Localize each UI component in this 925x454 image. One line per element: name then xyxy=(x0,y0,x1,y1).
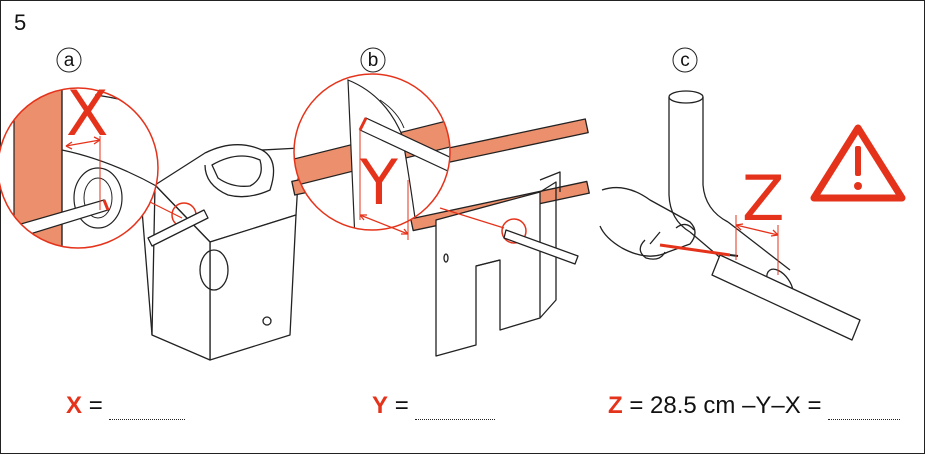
formula-z-var: Z xyxy=(608,392,623,419)
formula-x-blank[interactable] xyxy=(109,399,186,420)
formula-y-equals: = xyxy=(394,392,409,419)
dimension-letter-x: X xyxy=(66,77,108,150)
zoom-circle-a xyxy=(0,87,159,249)
zoom-circle-b xyxy=(293,73,451,240)
step-number: 5 xyxy=(14,10,27,35)
formula-z-expression: = 28.5 cm –Y–X = xyxy=(629,392,822,419)
formula-z: Z = 28.5 cm –Y–X = xyxy=(608,392,901,420)
warning-triangle-icon xyxy=(810,124,906,202)
dimension-letter-z: Z xyxy=(742,162,784,235)
toilet-body-drawing xyxy=(141,144,301,361)
formula-y: Y = xyxy=(372,392,496,420)
formula-y-var: Y xyxy=(372,392,389,419)
formula-x: X = xyxy=(66,392,186,420)
marker-c-circle xyxy=(672,47,698,73)
formula-y-blank[interactable] xyxy=(415,399,496,420)
formula-z-blank[interactable] xyxy=(828,399,901,420)
formula-x-equals: = xyxy=(88,392,103,419)
marker-a-label: a xyxy=(64,50,75,71)
marker-a-circle xyxy=(56,47,82,73)
marker-b-label: b xyxy=(368,50,379,71)
dimension-z-marker xyxy=(735,215,779,275)
marker-b-circle xyxy=(360,47,386,73)
pipe-drawing xyxy=(599,90,861,341)
formula-x-var: X xyxy=(66,392,83,419)
marker-c-label: c xyxy=(680,50,690,71)
dimension-letter-y: Y xyxy=(359,146,398,219)
